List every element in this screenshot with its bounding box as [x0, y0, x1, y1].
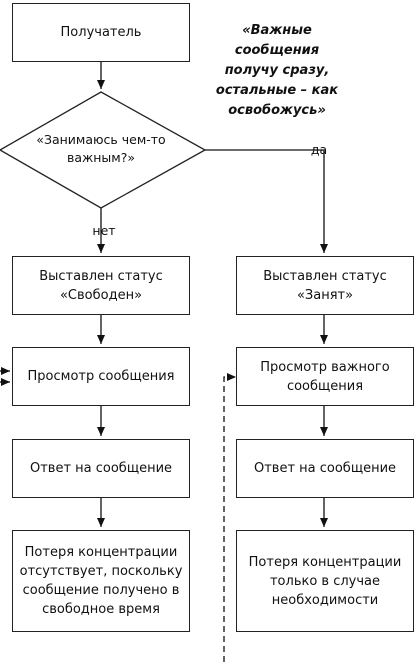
- view-message-box: Просмотр сообщения: [12, 347, 190, 406]
- annotation-note: «Важные сообщения получу сразу, остальны…: [210, 21, 344, 121]
- recipient-box: Получатель: [12, 3, 190, 62]
- reply-left-label: Ответ на сообщение: [29, 461, 173, 476]
- reply-left-box: Ответ на сообщение: [12, 439, 190, 498]
- reply-right-box: Ответ на сообщение: [236, 439, 414, 498]
- reply-right-label: Ответ на сообщение: [253, 461, 397, 476]
- annotation-text: «Важные сообщения получу сразу, остальны…: [215, 23, 339, 118]
- view-message-label: Просмотр сообщения: [27, 369, 175, 384]
- arrow-yes-branch: [205, 149, 328, 253]
- status-free-label: Выставлен статус «Свободен»: [39, 268, 163, 303]
- yes-label: да: [310, 142, 328, 157]
- decision-text: «Занимаюсь чем-то важным?»: [20, 131, 182, 167]
- status-free-box: Выставлен статус «Свободен»: [12, 256, 190, 315]
- result-left-box: Потеря концентрации отсутствует, посколь…: [12, 530, 190, 632]
- view-important-label: Просмотр важного сообщения: [260, 359, 390, 394]
- result-right-box: Потеря концентрации только в случае необ…: [236, 530, 414, 632]
- no-label: нет: [92, 223, 116, 238]
- result-left-label: Потеря концентрации отсутствует, посколь…: [19, 545, 183, 617]
- decision-label: «Занимаюсь чем-то важным?»: [36, 132, 166, 165]
- view-important-box: Просмотр важного сообщения: [236, 347, 414, 406]
- dashed-incoming-important: [223, 373, 236, 662]
- result-right-label: Потеря концентрации только в случае необ…: [248, 554, 402, 608]
- status-busy-box: Выставлен статус «Занят»: [236, 256, 414, 315]
- recipient-label: Получатель: [60, 25, 142, 40]
- status-busy-label: Выставлен статус «Занят»: [263, 268, 387, 303]
